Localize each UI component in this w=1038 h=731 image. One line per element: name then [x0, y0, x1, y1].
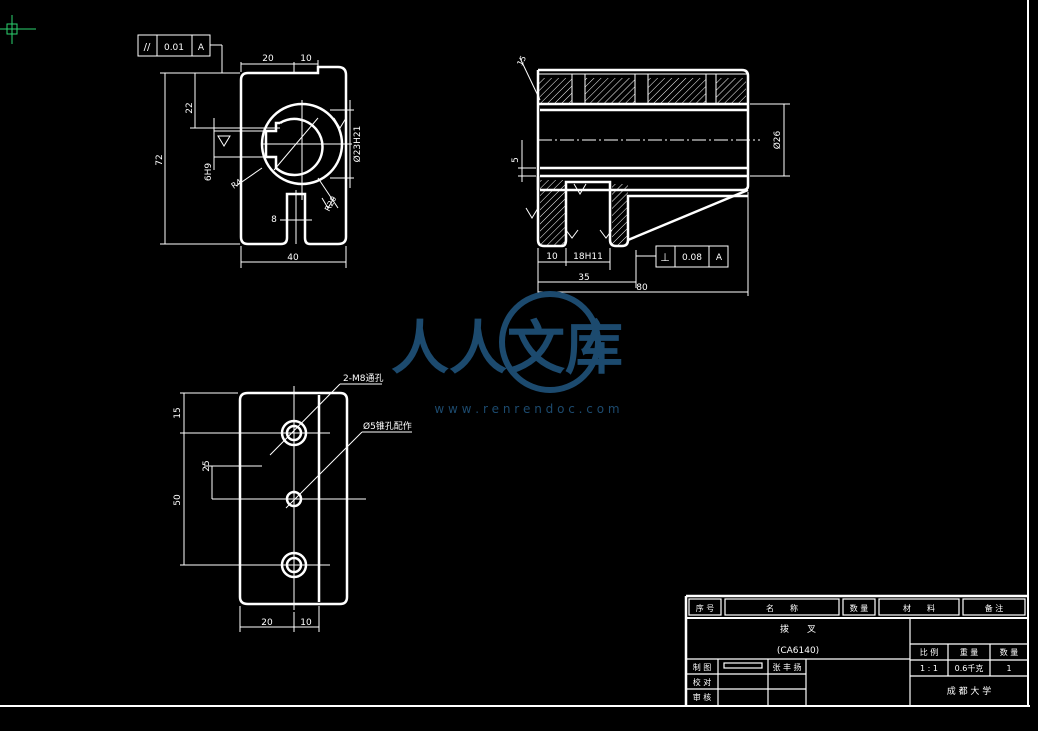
crosshair-cursor-icon [0, 15, 36, 44]
top-callout-pin: Ø5锥孔配作 [363, 420, 412, 432]
top-dim-20: 20 [261, 618, 273, 628]
side-outline [536, 68, 750, 248]
perpendicular-symbol: ⊥ [660, 251, 670, 264]
drawn-label: 制 图 [693, 662, 712, 672]
top-dim-25: 25 [202, 460, 212, 471]
side-hatch [538, 78, 746, 246]
header-index: 序 号 [696, 603, 715, 613]
title-block-text: 序 号 名 称 数 量 材 料 备 注 拨 叉 (CA6140) 比 例 重 量… [693, 603, 1019, 702]
side-dim-15: 15 [515, 54, 528, 67]
part-model: (CA6140) [777, 646, 819, 656]
part-name: 拨 叉 [780, 623, 816, 635]
side-dim-80: 80 [636, 283, 648, 293]
side-thin-lines [518, 57, 790, 296]
side-view: 15 Ø26 5 10 18H11 35 80 ⊥ 0.08 A [511, 54, 790, 296]
front-roughness-marks [217, 117, 347, 209]
front-dim-8: 8 [271, 215, 277, 225]
scale-value: 1 : 1 [920, 664, 938, 673]
watermark-title: 人人文库 [391, 314, 623, 382]
top-dim-10: 10 [300, 618, 312, 628]
qty-label: 数 量 [1000, 647, 1019, 657]
front-bore [264, 117, 324, 177]
weight-value: 0.6千克 [955, 663, 984, 673]
front-dim-40: 40 [287, 253, 299, 263]
qty-value: 1 [1006, 664, 1011, 673]
parallel-symbol: // [144, 42, 151, 53]
top-view: 2-M8通孔 Ø5锥孔配作 15 25 50 20 10 [173, 373, 412, 632]
side-roughness-marks [525, 183, 613, 239]
front-view: // 0.01 A [137, 34, 363, 268]
side-dim-10: 10 [546, 252, 558, 262]
watermark-url: w w w . r e n r e n d o c . c o m [434, 402, 619, 416]
front-dim-6h9: 6H9 [204, 163, 214, 181]
scale-label: 比 例 [920, 647, 939, 657]
side-dim-phi26: Ø26 [772, 130, 783, 149]
front-dim-bore: Ø23H21 [352, 126, 363, 163]
drawing-frame [0, 0, 1030, 707]
side-dim-5: 5 [511, 157, 521, 163]
watermark: 人人文库 w w w . r e n r e n d o c . c o m [391, 291, 623, 416]
perpendicularity-value: 0.08 [682, 253, 702, 263]
front-thin-lines [160, 60, 354, 268]
side-dim-35: 35 [578, 273, 589, 283]
front-dim-22: 22 [185, 102, 195, 113]
perpendicularity-datum: A [716, 253, 723, 263]
review-label: 审 核 [693, 692, 712, 702]
parallelism-tolerance-frame [137, 34, 223, 73]
weight-label: 重 量 [960, 647, 979, 657]
parallelism-value: 0.01 [164, 43, 184, 53]
header-material: 材 料 [903, 603, 935, 613]
side-dim-18h11: 18H11 [573, 252, 603, 262]
front-dim-72: 72 [155, 154, 165, 165]
front-outline [239, 65, 348, 246]
front-dim-r20: R20 [323, 195, 338, 213]
parallelism-datum: A [198, 43, 205, 53]
header-note: 备 注 [985, 603, 1004, 613]
top-dim-50: 50 [173, 494, 183, 506]
watermark-logo-ring [499, 291, 601, 393]
front-dim-10: 10 [300, 54, 312, 64]
header-name: 名 称 [766, 603, 798, 613]
top-dim-15: 15 [173, 407, 183, 418]
drawer-name: 张 丰 扬 [772, 662, 801, 672]
header-qty: 数 量 [850, 603, 869, 613]
top-thin-lines [180, 383, 412, 632]
top-callout-holes: 2-M8通孔 [343, 373, 383, 384]
front-dim-20: 20 [262, 54, 274, 64]
check-label: 校 对 [693, 677, 712, 687]
title-block [684, 594, 1028, 706]
school-name: 成 都 大 学 [947, 685, 992, 697]
